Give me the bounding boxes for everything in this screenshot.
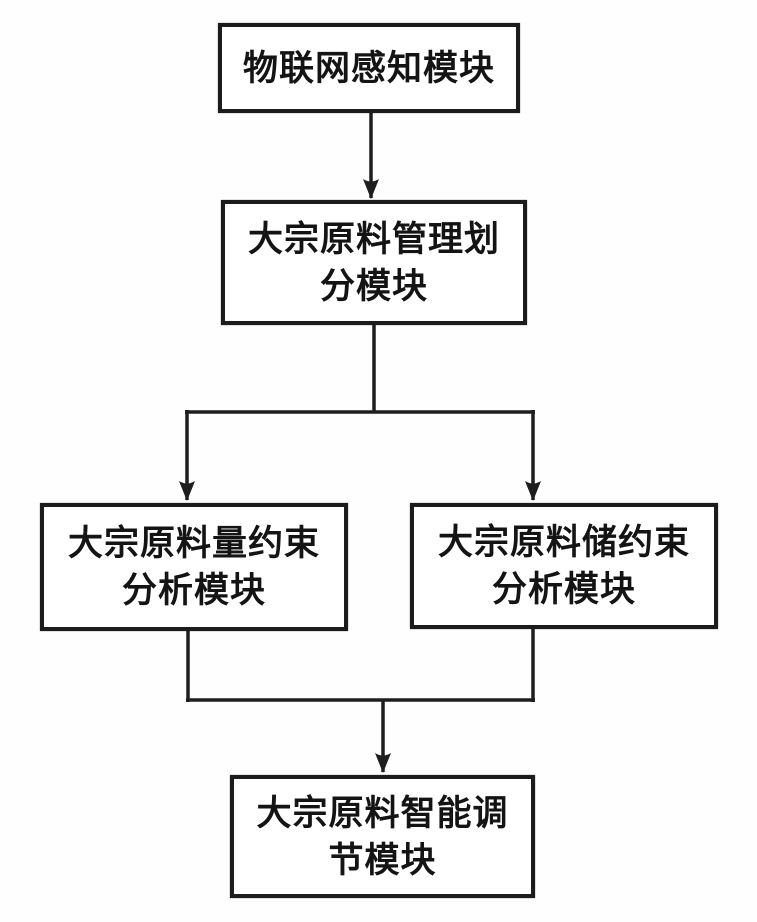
flow-node-iot-sensing-module: 物联网感知模块 — [218, 23, 520, 113]
node-label-line1: 大宗原料智能调 — [256, 793, 509, 833]
flow-node-bulk-material-intelligent-adjustment-module: 大宗原料智能调 节模块 — [230, 775, 535, 898]
node-label-line2: 分析模块 — [121, 571, 266, 610]
flow-node-bulk-material-quantity-constraint-analysis-module: 大宗原料量约束 分析模块 — [40, 503, 348, 631]
node-label-line2: 节模块 — [328, 840, 437, 880]
flow-node-bulk-material-management-division-module: 大宗原料管理划 分模块 — [221, 200, 527, 325]
node-label-line1: 大宗原料量约束 — [67, 524, 320, 563]
flow-node-bulk-material-storage-constraint-analysis-module: 大宗原料储约束 分析模块 — [410, 503, 718, 629]
node-label-line1: 大宗原料管理划 — [247, 219, 500, 259]
node-label-line2: 分模块 — [319, 266, 428, 306]
node-label: 物联网感知模块 — [242, 48, 495, 88]
node-label-line1: 大宗原料储约束 — [437, 523, 690, 562]
node-label-line2: 分析模块 — [491, 570, 636, 609]
